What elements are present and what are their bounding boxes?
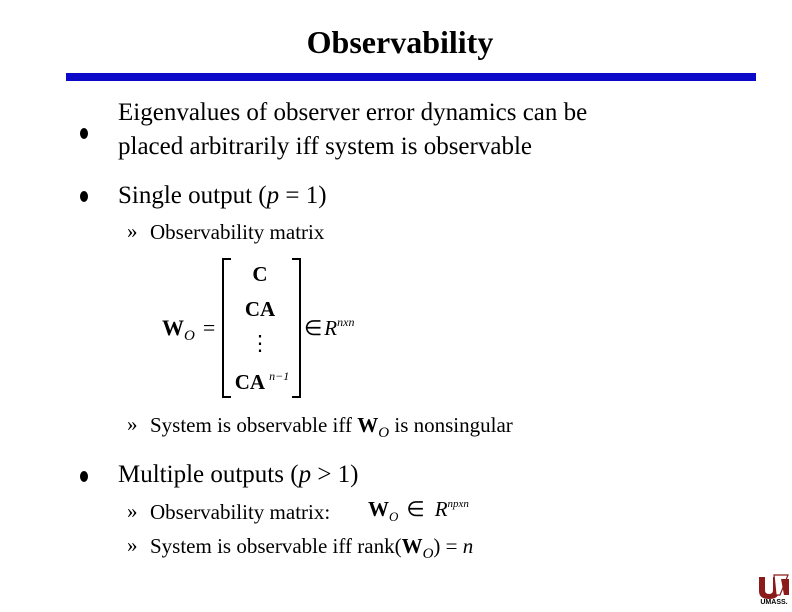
s4-o: O: [422, 546, 434, 562]
matrix-row-c: C: [252, 262, 268, 286]
matrix-right-bracket: [292, 258, 301, 398]
sub-item-observability-matrix-multi: Observability matrix:: [150, 500, 331, 524]
umass-logo-text: UMASS.: [760, 599, 788, 606]
s4-mid: ) =: [433, 534, 463, 558]
bullet-1-line-2: placed arbitrarily iff system is observa…: [118, 133, 532, 160]
inline-o: O: [389, 509, 399, 524]
matrix-row-ca: CA: [244, 297, 276, 321]
bullet-dot: [80, 128, 88, 139]
s4-pre: System is observable iff rank(: [150, 534, 402, 558]
s2-w: W: [357, 413, 379, 437]
matrix-row-ca-exp: n−1: [269, 369, 290, 383]
matrix-membership: ∈Rnxn: [304, 315, 355, 341]
bullet-2-pre: Single output (: [118, 182, 267, 209]
s4-w: W: [401, 534, 423, 558]
bullet-3-text: Multiple outputs (p > 1): [118, 458, 359, 491]
inline-space-dim: npxn: [447, 498, 469, 510]
s2-o: O: [378, 425, 390, 441]
matrix-row-ca-base: CA: [234, 370, 266, 394]
bullet-2-var: p: [266, 182, 280, 209]
matrix-lhs: WO =: [162, 315, 216, 344]
umass-logo: UMASS.: [756, 573, 792, 607]
umass-logo-mark: [759, 574, 789, 599]
sub-marker: »: [127, 412, 138, 436]
inline-w: W: [368, 497, 389, 521]
matrix-equals: =: [202, 315, 216, 340]
bullet-2-post: = 1): [279, 182, 327, 209]
bullet-3-var: p: [298, 461, 312, 488]
s2-post: is nonsingular: [389, 413, 513, 437]
sub-item-observability-matrix: Observability matrix: [150, 220, 325, 244]
sub-marker: »: [127, 499, 138, 523]
s2-pre: System is observable iff: [150, 413, 358, 437]
inline-formula: WO ∈ Rnpxn: [368, 497, 469, 524]
bullet-dot: [80, 471, 88, 482]
member-symbol: ∈: [304, 316, 323, 340]
matrix-row-ellipsis: ⋮: [249, 331, 271, 355]
bullet-1-line-1: Eigenvalues of observer error dynamics c…: [118, 99, 588, 126]
sub-item-rank: System is observable iff rank(WO) = n: [150, 534, 474, 562]
space-symbol: R: [324, 316, 338, 340]
bullet-2-text: Single output (p = 1): [118, 179, 327, 212]
sub-marker: »: [127, 533, 138, 557]
bullet-dot: [80, 191, 88, 202]
slide-title: Observability: [306, 24, 494, 60]
sub-marker: »: [127, 219, 138, 243]
bullet-3-post: > 1): [311, 461, 359, 488]
bullet-3-pre: Multiple outputs (: [118, 461, 299, 488]
space-dim: nxn: [337, 315, 355, 329]
inline-space: R: [434, 497, 448, 521]
title-rule: [66, 73, 756, 81]
matrix-left-bracket: [222, 258, 231, 398]
matrix-lhs-sub: O: [184, 328, 195, 344]
inline-member: ∈: [406, 497, 425, 521]
matrix-lhs-w: W: [162, 315, 184, 340]
sub-item-nonsingular: System is observable iff WO is nonsingul…: [150, 413, 513, 441]
s4-n: n: [462, 534, 474, 558]
